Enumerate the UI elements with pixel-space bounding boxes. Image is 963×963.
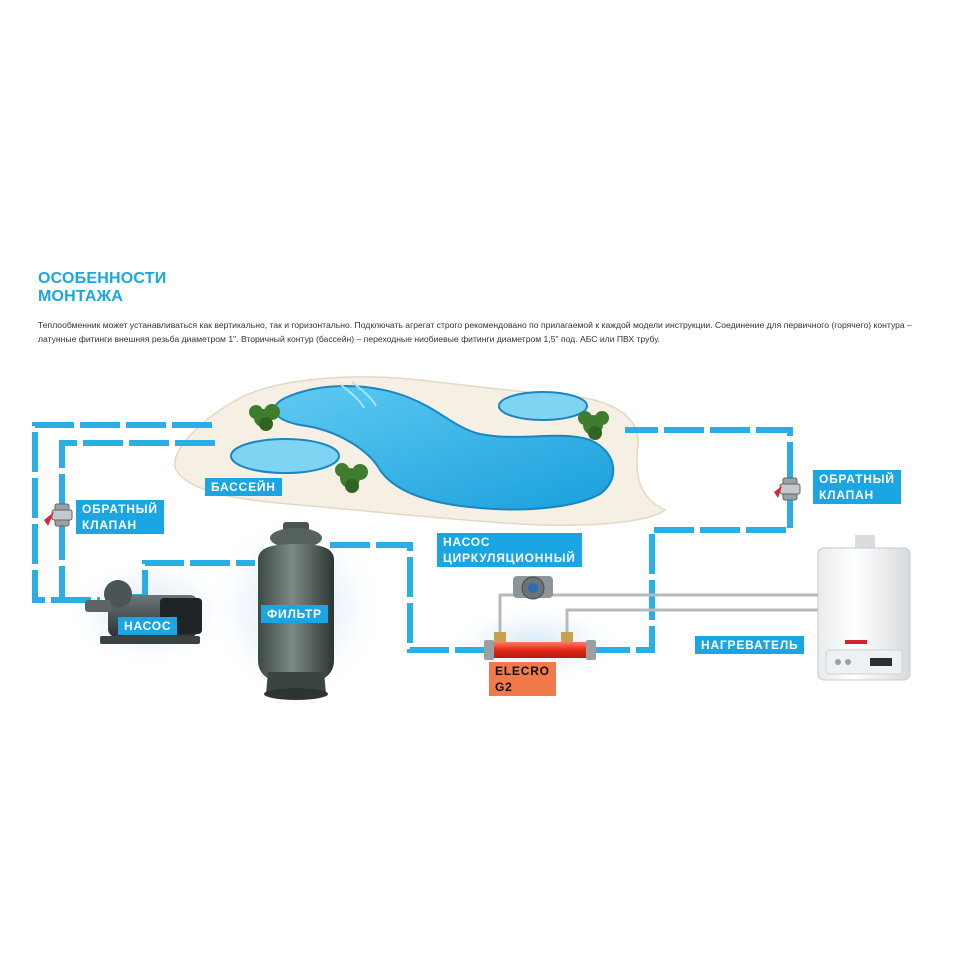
heat-exchanger-line1: ELECRO (495, 664, 550, 678)
pool-illustration (174, 376, 667, 526)
page-title: ОСОБЕННОСТИ МОНТАЖА (38, 270, 166, 306)
pool-label: БАССЕЙН (205, 478, 282, 496)
pipe-filter-to-exchanger (330, 542, 492, 653)
heater-label: НАГРЕВАТЕЛЬ (695, 636, 805, 654)
heating-pipes (498, 593, 820, 640)
check-valve-icon (774, 477, 801, 501)
bush-icon (578, 411, 609, 440)
filter-label-text: ФИЛЬТР (267, 607, 322, 621)
check-valve-left-line2: КЛАПАН (82, 518, 138, 532)
intro-text: Теплообменник может устанавливаться как … (38, 320, 912, 344)
check-valve-icon (44, 503, 73, 527)
circulation-pump-icon (513, 576, 553, 600)
pipe-pool-suction-inner (59, 440, 215, 600)
boiler-icon (817, 535, 911, 681)
bush-icon (249, 404, 280, 431)
circ-pump-line2: ЦИРКУЛЯЦИОННЫЙ (443, 551, 576, 565)
heat-exchanger-icon (484, 632, 596, 660)
pump-label-text: НАСОС (124, 619, 172, 633)
page-title-line1: ОСОБЕННОСТИ (38, 270, 167, 287)
filter-label: ФИЛЬТР (261, 605, 328, 623)
heat-exchanger-label: ELECRO G2 (489, 662, 556, 696)
circ-pump-line1: НАСОС (443, 535, 491, 549)
pool-label-text: БАССЕЙН (211, 480, 276, 494)
check-valve-right-label: ОБРАТНЫЙ КЛАПАН (813, 470, 901, 504)
pump-label: НАСОС (118, 617, 178, 635)
pipe-pool-return-outer (32, 422, 212, 603)
check-valve-left-line1: ОБРАТНЫЙ (82, 502, 158, 516)
bush-icon (335, 463, 368, 493)
circ-pump-label: НАСОС ЦИРКУЛЯЦИОННЫЙ (437, 533, 582, 567)
heat-exchanger-line2: G2 (495, 680, 513, 694)
page-title-line2: МОНТАЖА (38, 288, 124, 305)
check-valve-left-label: ОБРАТНЫЙ КЛАПАН (76, 500, 164, 534)
check-valve-right-line1: ОБРАТНЫЙ (819, 472, 895, 486)
pipe-exchanger-to-pool (590, 427, 793, 653)
heater-label-text: НАГРЕВАТЕЛЬ (701, 638, 799, 652)
check-valve-right-line2: КЛАПАН (819, 488, 875, 502)
